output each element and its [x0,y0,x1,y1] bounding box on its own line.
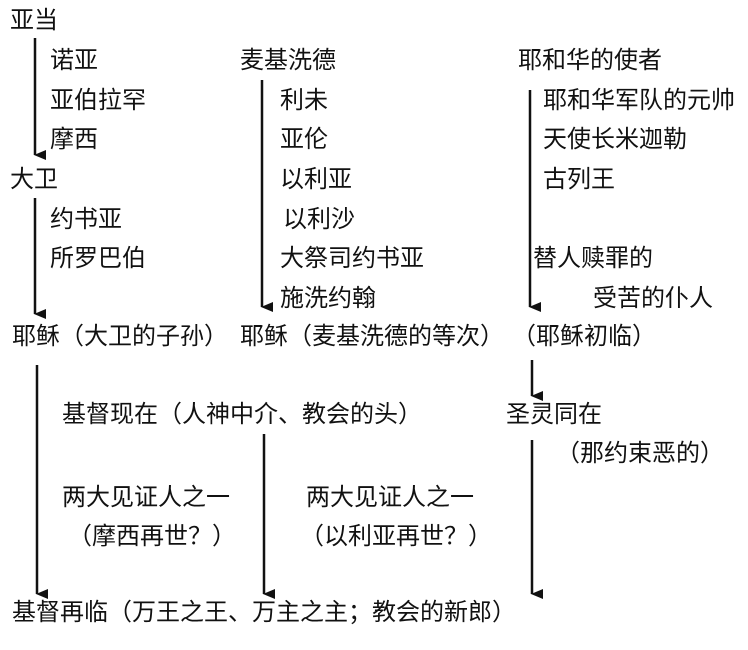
node-commander: 耶和华军队的元帅 [543,86,735,114]
node-adam: 亚当 [10,6,58,34]
node-witness-b: 两大见证人之一 [306,483,474,511]
node-angel-of-lord: 耶和华的使者 [518,46,662,74]
node-abraham: 亚伯拉罕 [50,86,146,114]
node-holy-spirit: 圣灵同在 [506,400,602,428]
node-zerubbabel: 所罗巴伯 [50,244,146,272]
node-john-baptist: 施洗约翰 [280,284,376,312]
node-moses: 摩西 [50,125,98,153]
node-redeemer-line2: 受苦的仆人 [593,284,713,312]
node-joshua: 约书亚 [50,205,122,233]
node-moses-again: （摩西再世？） [68,522,236,550]
node-elisha: 以利沙 [283,205,355,233]
node-aaron: 亚伦 [280,125,328,153]
node-high-priest-joshua: 大祭司约书亚 [280,244,424,272]
node-restrainer: （那约束恶的） [556,439,724,467]
node-ancient-king: 古列王 [543,165,615,193]
node-elijah-again: （以利亚再世？） [300,522,492,550]
node-elijah: 以利亚 [280,165,352,193]
node-redeemer-line1: 替人赎罪的 [533,244,653,272]
node-levi: 利未 [280,86,328,114]
node-christ-now: 基督现在（人神中介、教会的头） [62,400,422,428]
node-jesus-melchizedek: 耶稣（麦基洗德的等次） [240,322,504,350]
node-first-coming: （耶稣初临） [512,322,656,350]
node-michael: 天使长米迦勒 [543,125,687,153]
node-jesus-son-of-david: 耶稣（大卫的子孙） [12,322,228,350]
node-melchizedek: 麦基洗德 [240,46,336,74]
node-david: 大卫 [10,165,58,193]
node-witness-a: 两大见证人之一 [62,483,230,511]
node-noah: 诺亚 [50,46,98,74]
node-second-coming: 基督再临（万王之王、万主之主；教会的新郎） [12,598,516,626]
